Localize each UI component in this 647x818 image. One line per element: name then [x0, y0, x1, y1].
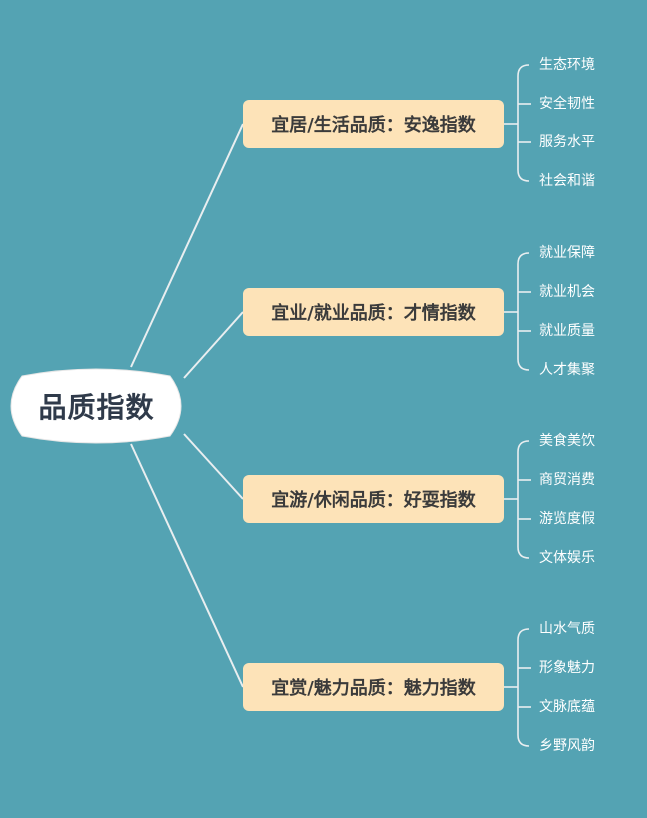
leaf-bracket-1: [504, 64, 531, 182]
leaf-node: 安全韧性: [539, 96, 595, 112]
leaf-node: 美食美饮: [539, 433, 595, 449]
root-node: 品质指数: [5, 369, 188, 443]
leaf-node: 乡野风韵: [539, 738, 595, 754]
leaf-node: 社会和谐: [539, 173, 595, 189]
branch-node-charm: 宜赏/魅力品质：魅力指数: [243, 663, 504, 711]
leaf-node: 就业机会: [539, 284, 595, 300]
leaf-node: 游览度假: [539, 511, 595, 527]
leaf-node: 文脉底蕴: [539, 699, 595, 715]
root-label: 品质指数: [38, 391, 155, 424]
leaf-bracket-2: [504, 252, 531, 371]
leaf-node: 商贸消费: [539, 472, 595, 488]
branch-node-leisure: 宜游/休闲品质：好耍指数: [243, 475, 504, 523]
leaf-bracket-4: [504, 628, 531, 747]
leaf-node: 就业保障: [539, 245, 595, 261]
leaf-node: 就业质量: [539, 323, 595, 339]
leaf-bracket-3: [504, 440, 531, 559]
leaf-node: 形象魅力: [539, 660, 595, 676]
connector-root-branch-4: [130, 443, 244, 688]
branch-node-livable: 宜居/生活品质：安逸指数: [243, 100, 504, 148]
root-node-shape: [10, 368, 182, 444]
connector-root-branch-3: [183, 433, 244, 500]
connector-root-branch-2: [183, 311, 244, 379]
branch-node-employment: 宜业/就业品质：才情指数: [243, 288, 504, 336]
leaf-node: 文体娱乐: [539, 550, 595, 566]
leaf-node: 服务水平: [539, 134, 595, 150]
leaf-node: 山水气质: [539, 621, 595, 637]
leaf-node: 人才集聚: [539, 362, 595, 378]
leaf-node: 生态环境: [539, 57, 595, 73]
connector-root-branch-1: [130, 123, 244, 368]
